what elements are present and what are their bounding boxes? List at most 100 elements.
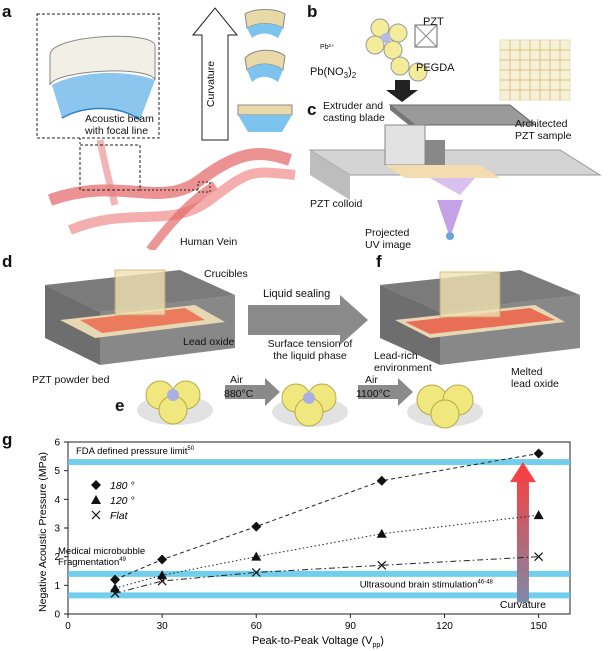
acoustic-beam-label-2: with focal line <box>85 125 149 137</box>
temp-label-1: 880°C <box>224 388 254 400</box>
melted-label-1: Melted <box>511 366 543 378</box>
melted-label-2: lead oxide <box>511 378 559 390</box>
legend-label-0: 180 ° <box>110 480 135 492</box>
crucibles-label: Crucibles <box>204 268 248 280</box>
x-tick-label-2: 60 <box>251 621 263 632</box>
legend-marker-0 <box>91 480 101 490</box>
y-axis-label: Negative Acoustic Pressure (MPa) <box>37 452 49 612</box>
band-label-fda: FDA defined pressure limit50 <box>76 446 195 457</box>
pb2-label: Pb²⁺ <box>320 44 335 51</box>
point-diamond <box>376 475 387 486</box>
legend-marker-1 <box>91 495 101 504</box>
band-label-microbubble-1: Medical microbubble <box>58 546 145 557</box>
colloid-layer <box>385 165 500 178</box>
lattice-sample <box>499 39 571 101</box>
vein-label: Human Vein <box>180 236 238 248</box>
point-diamond <box>110 574 121 585</box>
pb-no3-label: Pb(NO3)2 <box>310 66 356 82</box>
zoom-box <box>36 13 160 139</box>
powder-bed-label: PZT powder bed <box>32 374 110 386</box>
y-tick-label-6: 6 <box>54 438 60 449</box>
point-triangle <box>110 583 121 593</box>
liquid-sealing-label: Liquid sealing <box>263 288 331 300</box>
x-axis-label: Peak-to-Peak Voltage (Vpp) <box>252 635 384 649</box>
band-label-microbubble-2: Fragmentation49 <box>58 557 127 568</box>
band-label-brain: Ultrasound brain stimulation46-48 <box>360 579 494 590</box>
x-tick-label-5: 150 <box>530 621 547 632</box>
pb-no3-close: ) <box>348 66 352 78</box>
series-line-2 <box>114 556 539 594</box>
x-tick-label-1: 30 <box>157 621 169 632</box>
surface-tension-label-1: Surface tension of <box>267 338 353 350</box>
panel-bc-illustration <box>308 18 602 240</box>
panel-d-letter: d <box>2 252 13 271</box>
point-diamond <box>251 521 262 532</box>
reference-band-0 <box>68 459 570 466</box>
pzt-label: PZT <box>423 16 444 28</box>
lead-rich-label-2: environment <box>374 362 432 374</box>
lead-oxide-layer <box>80 308 205 333</box>
panel-a-letter: a <box>2 2 12 21</box>
panel-def-illustration <box>45 269 580 429</box>
lead-rich-label-1: Lead-rich <box>374 350 418 362</box>
curvature-arrow-label: Curvature <box>500 599 546 611</box>
lead-oxide-label: Lead oxide <box>183 336 235 348</box>
point-triangle <box>533 510 544 520</box>
curvature-label: Curvature <box>205 60 217 108</box>
y-tick-label-3: 3 <box>54 524 60 535</box>
pb-no3-sub1: 3 <box>343 71 349 81</box>
curvature-arrow-icon <box>191 7 239 141</box>
panel-c-letter: c <box>307 100 317 119</box>
curvature-arrow-icon <box>509 462 536 603</box>
point-cross <box>157 576 167 586</box>
pegda-label: PEGDA <box>416 62 455 74</box>
y-tick-label-2: 2 <box>54 552 60 563</box>
pb-no3-text: Pb(NO <box>310 66 344 78</box>
legend-label-2: Flat <box>110 510 129 522</box>
y-tick-label-1: 1 <box>54 581 60 592</box>
reference-band-1 <box>68 570 570 577</box>
point-triangle <box>157 570 168 580</box>
x-tick-label-0: 0 <box>65 621 71 632</box>
point-cross <box>377 560 387 570</box>
surface-tension-label-2: the liquid phase <box>273 350 347 362</box>
x-tick-label-4: 120 <box>436 621 453 632</box>
vein-illustration <box>47 148 292 206</box>
point-triangle <box>251 551 262 561</box>
series-line-0 <box>114 452 539 581</box>
air-label-2: Air <box>365 374 378 386</box>
legend-marker-2 <box>91 510 101 520</box>
point-diamond <box>157 554 168 565</box>
colloid-label: PZT colloid <box>310 198 363 210</box>
uv-beam <box>437 200 463 232</box>
pb-no3-sub2: 2 <box>351 71 357 81</box>
point-cross <box>110 588 120 598</box>
panel-e-letter: e <box>115 396 125 415</box>
extruder-label-2: casting blade <box>323 112 385 124</box>
y-tick-label-0: 0 <box>54 610 60 621</box>
point-triangle <box>376 528 387 538</box>
temp-label-2: 1100°C <box>356 388 391 400</box>
plot-frame <box>67 441 571 615</box>
y-tick-label-5: 5 <box>54 466 60 477</box>
series-line-1 <box>114 514 539 589</box>
liquid-sealing-arrow <box>248 295 368 345</box>
x-tick-label-3: 90 <box>345 621 357 632</box>
point-diamond <box>533 448 544 459</box>
point-cross <box>251 568 261 577</box>
architected-label-2: PZT sample <box>515 130 572 142</box>
air-label-1: Air <box>230 374 243 386</box>
acoustic-beam-label-1: Acoustic beam <box>85 113 154 125</box>
projected-label-2: UV image <box>365 239 412 251</box>
panel-g-letter: g <box>2 430 13 449</box>
point-cross <box>534 552 544 562</box>
panel-f-letter: f <box>376 252 382 271</box>
extruder-label-1: Extruder and <box>323 100 384 112</box>
y-tick-label-4: 4 <box>54 495 60 506</box>
panel-b-letter: b <box>307 2 318 21</box>
architected-label-1: Architected <box>515 118 568 130</box>
projected-label-1: Projected <box>365 227 410 239</box>
down-arrow-icon <box>386 80 418 102</box>
panel-a-illustration <box>36 7 296 250</box>
